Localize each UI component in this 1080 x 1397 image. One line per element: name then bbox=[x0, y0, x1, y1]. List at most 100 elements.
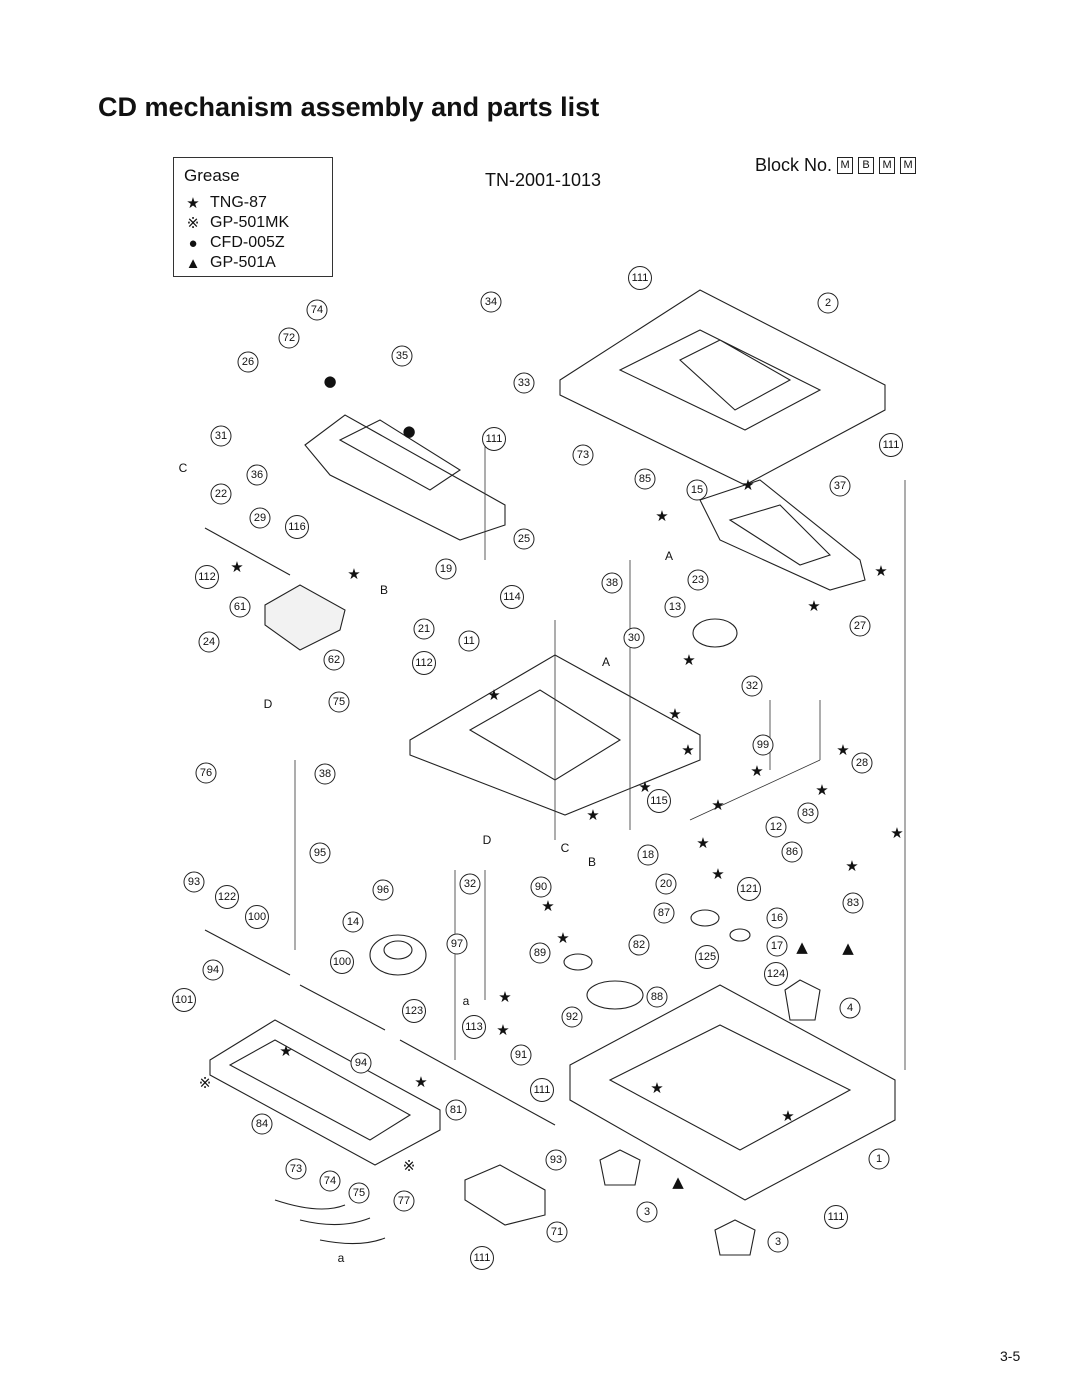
star-icon: ★ bbox=[347, 565, 360, 583]
star-icon: ★ bbox=[750, 762, 763, 780]
part-callout: 20 bbox=[655, 873, 677, 895]
callout-number: 82 bbox=[633, 939, 645, 951]
callout-number: 38 bbox=[319, 768, 331, 780]
callout-number: 116 bbox=[288, 521, 306, 533]
part-callout: 84 bbox=[251, 1113, 273, 1135]
part-callout: 34 bbox=[480, 291, 502, 313]
callout-number: 100 bbox=[333, 956, 351, 968]
legend-item-label: CFD-005Z bbox=[210, 234, 285, 251]
callout-number: 88 bbox=[651, 991, 663, 1003]
callout-number: 101 bbox=[175, 994, 193, 1006]
star-icon: ★ bbox=[655, 507, 668, 525]
star-icon: ★ bbox=[781, 1107, 794, 1125]
star-icon: ★ bbox=[487, 686, 500, 704]
circle-icon: ● bbox=[188, 234, 198, 252]
callout-number: 99 bbox=[757, 739, 769, 751]
rubber-foot bbox=[599, 1149, 641, 1186]
part-callout: 36 bbox=[246, 464, 268, 486]
star-icon: ★ bbox=[638, 778, 651, 796]
part-callout: 22 bbox=[210, 483, 232, 505]
callout-number: 25 bbox=[518, 533, 530, 545]
part-callout: 3 bbox=[636, 1201, 658, 1223]
flat-cable bbox=[274, 1199, 386, 1245]
callout-number: 94 bbox=[355, 1057, 367, 1069]
star-icon: ★ bbox=[414, 1073, 427, 1091]
star-icon: ★ bbox=[650, 1079, 663, 1097]
part-callout: 76 bbox=[195, 762, 217, 784]
star-icon: ★ bbox=[186, 195, 200, 212]
callout-number: 36 bbox=[251, 469, 263, 481]
traverse-base bbox=[304, 414, 506, 541]
circle-icon: ● bbox=[323, 372, 336, 390]
legend-item-tng87: ★ TNG-87 bbox=[182, 194, 267, 212]
part-callout: 4 bbox=[839, 997, 861, 1019]
connector-letter: C bbox=[179, 461, 188, 475]
callout-number: 32 bbox=[464, 878, 476, 890]
triangle-icon: ▲ bbox=[842, 939, 854, 957]
block-code: M bbox=[837, 157, 854, 174]
part-callout: 19 bbox=[435, 558, 457, 580]
connector-letter: D bbox=[483, 833, 492, 847]
part-callout: 74 bbox=[319, 1170, 341, 1192]
connector-letter: a bbox=[338, 1251, 345, 1265]
gear bbox=[563, 953, 593, 971]
callout-number: 2 bbox=[825, 297, 831, 309]
reference-mark-icon: ※ bbox=[199, 1074, 212, 1092]
part-callout: 124 bbox=[764, 962, 788, 986]
star-icon: ★ bbox=[498, 988, 511, 1006]
part-callout: 14 bbox=[342, 911, 364, 933]
callout-number: 85 bbox=[639, 473, 651, 485]
callout-number: 15 bbox=[691, 484, 703, 496]
part-callout: 29 bbox=[249, 507, 271, 529]
rubber-foot bbox=[784, 979, 821, 1021]
part-callout: 38 bbox=[314, 763, 336, 785]
part-callout: 11 bbox=[458, 630, 480, 652]
triangle-icon: ▲ bbox=[796, 938, 808, 956]
part-callout: 3 bbox=[767, 1231, 789, 1253]
callout-number: 38 bbox=[606, 577, 618, 589]
callout-number: 71 bbox=[551, 1226, 563, 1238]
star-icon: ★ bbox=[711, 865, 724, 883]
callout-number: 19 bbox=[440, 563, 452, 575]
part-callout: 15 bbox=[686, 479, 708, 501]
reference-mark-icon: ※ bbox=[186, 215, 200, 232]
part-callout: 93 bbox=[183, 871, 205, 893]
callout-number: 93 bbox=[188, 876, 200, 888]
callout-number: 33 bbox=[518, 377, 530, 389]
part-callout: 16 bbox=[766, 907, 788, 929]
callout-number: 28 bbox=[856, 757, 868, 769]
block-code: M bbox=[900, 157, 917, 174]
part-callout: 85 bbox=[634, 468, 656, 490]
part-callout: 38 bbox=[601, 572, 623, 594]
star-icon: ★ bbox=[711, 796, 724, 814]
callout-number: 86 bbox=[786, 846, 798, 858]
callout-number: 17 bbox=[771, 940, 783, 952]
disc-motor bbox=[369, 934, 427, 976]
callout-number: 72 bbox=[283, 332, 295, 344]
callout-number: 92 bbox=[566, 1011, 578, 1023]
callout-number: 76 bbox=[200, 767, 212, 779]
connector-letter: B bbox=[380, 583, 388, 597]
part-callout: 111 bbox=[879, 433, 903, 457]
star-icon: ★ bbox=[807, 597, 820, 615]
legend-item-label: GP-501MK bbox=[210, 214, 290, 231]
callout-number: 111 bbox=[534, 1084, 551, 1096]
part-callout: 13 bbox=[664, 596, 686, 618]
block-code: B bbox=[858, 157, 875, 174]
guide-shaft bbox=[204, 527, 291, 576]
callout-number: 83 bbox=[847, 897, 859, 909]
callout-number: 91 bbox=[515, 1049, 527, 1061]
part-callout: 83 bbox=[842, 892, 864, 914]
callout-number: 14 bbox=[347, 916, 359, 928]
turntable bbox=[692, 618, 738, 648]
part-callout: 62 bbox=[323, 649, 345, 671]
part-callout: 97 bbox=[446, 933, 468, 955]
connector-letter: a bbox=[463, 994, 470, 1008]
part-callout: 100 bbox=[245, 905, 269, 929]
callout-number: 29 bbox=[254, 512, 266, 524]
tray-guide bbox=[699, 479, 866, 591]
part-callout: 116 bbox=[285, 515, 309, 539]
star-icon: ★ bbox=[682, 651, 695, 669]
callout-number: 111 bbox=[632, 272, 649, 284]
